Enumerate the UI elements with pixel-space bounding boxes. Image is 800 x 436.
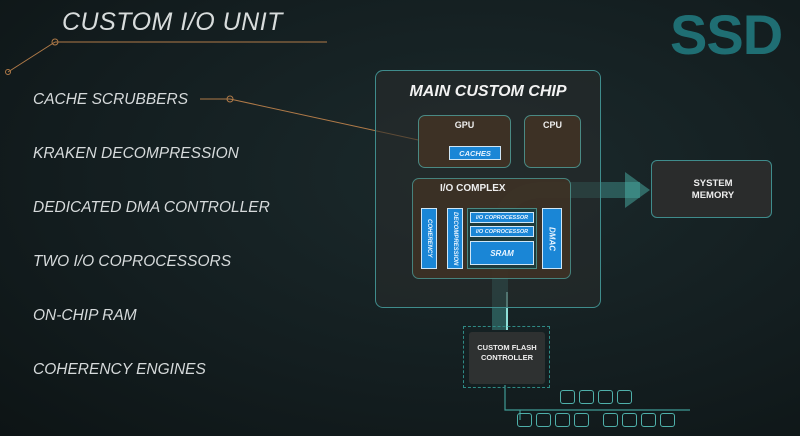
main-chip-label: MAIN CUSTOM CHIP	[409, 83, 567, 100]
nand-chip	[598, 390, 613, 404]
coherency-block: COHERENCY	[421, 208, 437, 269]
caches-block: CACHES	[449, 146, 501, 160]
nand-chip	[660, 413, 675, 427]
nand-chip	[536, 413, 551, 427]
nand-chip	[560, 390, 575, 404]
nand-chip	[517, 413, 532, 427]
nand-chip	[574, 413, 589, 427]
flash-controller-label: CUSTOM FLASH CONTROLLER	[477, 343, 537, 362]
feature-item: ON-CHIP RAM	[33, 307, 137, 324]
nand-chip	[603, 413, 618, 427]
cpu-block	[524, 115, 581, 168]
ssd-logo: SSD	[670, 3, 783, 66]
io-complex-label: I/O COMPLEX	[440, 183, 506, 194]
slide-title: CUSTOM I/O UNIT	[62, 8, 283, 36]
dmac-block: DMAC	[542, 208, 562, 269]
feature-item: CACHE SCRUBBERS	[33, 91, 189, 108]
nand-chip	[555, 413, 570, 427]
flash-controller-pins	[463, 326, 550, 388]
nand-chips-row	[517, 413, 675, 427]
feature-item: TWO I/O COPROCESSORS	[33, 253, 232, 270]
feature-item: KRAKEN DECOMPRESSION	[33, 145, 239, 162]
feature-item: COHERENCY ENGINES	[33, 361, 206, 378]
io-coprocessor-block: I/O COPROCESSOR	[470, 212, 534, 223]
nand-chip	[641, 413, 656, 427]
feature-item: DEDICATED DMA CONTROLLER	[33, 199, 270, 216]
io-coprocessor-block: I/O COPROCESSOR	[470, 226, 534, 237]
nand-chip	[622, 413, 637, 427]
sram-block: SRAM	[470, 241, 534, 265]
custom-flash-controller	[469, 332, 545, 384]
gpu-label: GPU	[454, 120, 475, 130]
system-memory	[651, 160, 772, 218]
nand-chip	[617, 390, 632, 404]
cpu-label: CPU	[542, 120, 562, 130]
decompression-block: DECOMPRESSION	[447, 208, 463, 269]
nand-chip	[579, 390, 594, 404]
system-memory-label: SYSTEM MEMORY	[691, 178, 735, 201]
nand-chips-row	[560, 390, 632, 404]
